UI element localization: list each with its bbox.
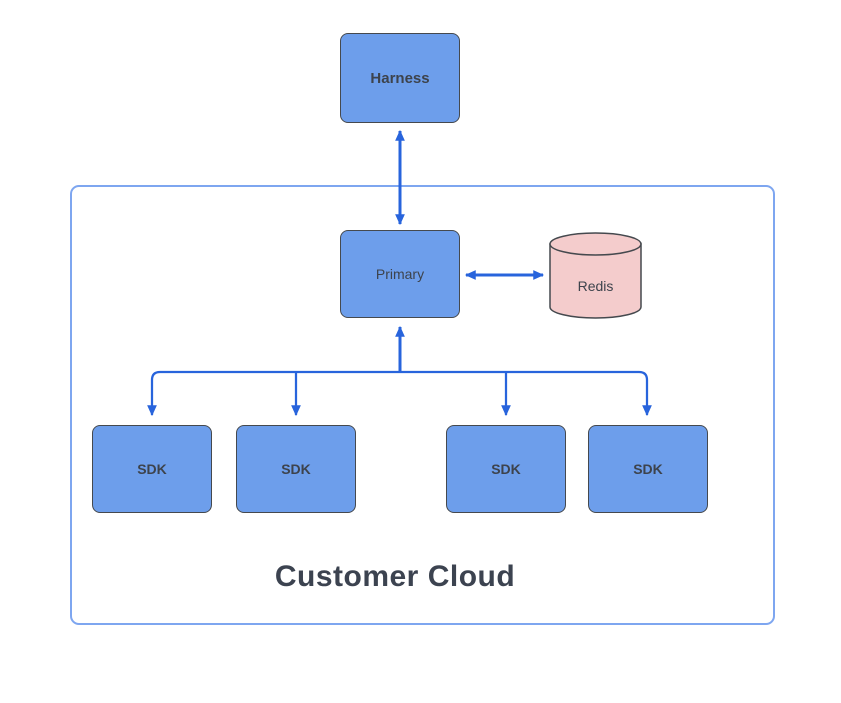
node-harness-label: Harness	[370, 69, 430, 87]
node-primary-label: Primary	[375, 266, 425, 282]
node-harness: Harness	[340, 33, 460, 123]
node-sdk-4: SDK	[588, 425, 708, 513]
node-sdk-2: SDK	[236, 425, 356, 513]
node-sdk-1-label: SDK	[137, 461, 167, 477]
node-redis: Redis	[548, 231, 643, 320]
customer-cloud-container	[70, 185, 775, 625]
customer-cloud-title: Customer Cloud	[274, 560, 516, 593]
node-redis-label: Redis	[577, 277, 614, 294]
node-primary: Primary	[340, 230, 460, 318]
node-sdk-2-label: SDK	[281, 461, 311, 477]
node-sdk-1: SDK	[92, 425, 212, 513]
node-sdk-4-label: SDK	[633, 461, 663, 477]
cylinder-shape	[549, 232, 642, 319]
node-sdk-3-label: SDK	[491, 461, 521, 477]
node-sdk-3: SDK	[446, 425, 566, 513]
